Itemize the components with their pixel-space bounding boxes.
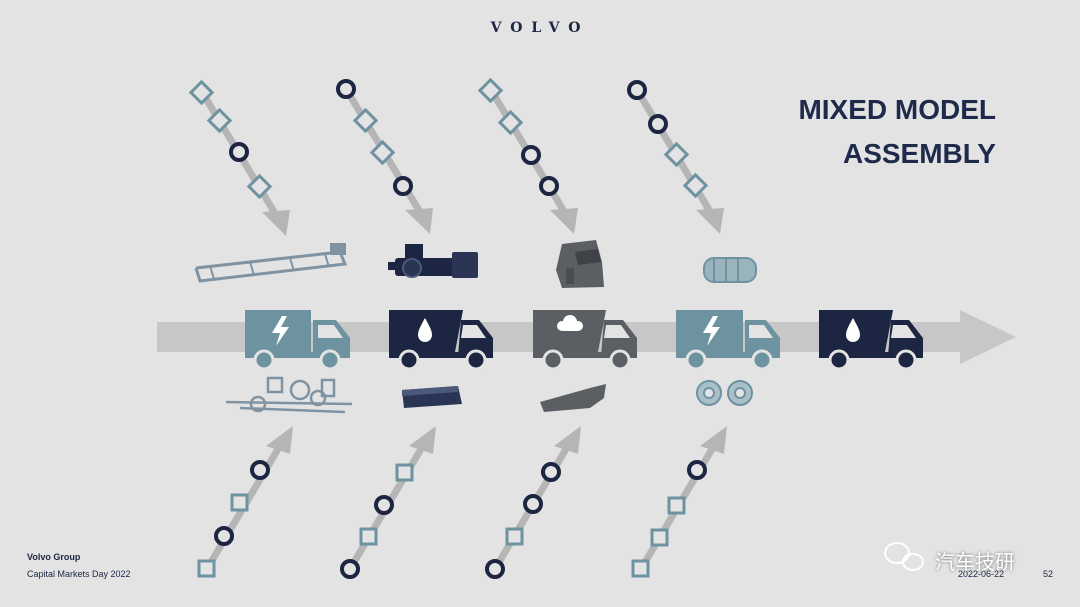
feeder-arrowhead [266, 426, 293, 454]
footer-org: Volvo Group [27, 552, 81, 562]
cloud-icon [557, 315, 583, 331]
wechat-logo-icon [884, 542, 924, 571]
part-node-square [663, 141, 690, 168]
part-node-circle [250, 460, 270, 480]
battery-icon [703, 257, 757, 283]
part-node-circle [541, 462, 561, 482]
feeder-arrowhead [550, 208, 578, 234]
slide-title: MIXED MODEL ASSEMBLY [798, 88, 996, 176]
part-node-square [395, 463, 414, 482]
part-node-square [497, 109, 524, 136]
part-node-square [352, 107, 379, 134]
lightning-icon [272, 316, 289, 346]
part-node-square [631, 559, 650, 578]
part-node-square [505, 527, 524, 546]
droplet-icon [418, 318, 432, 342]
page-number: 52 [1043, 569, 1054, 579]
part-node-square [246, 173, 273, 200]
watermark-text: 汽车技研 [935, 549, 1015, 574]
footer-event: Capital Markets Day 2022 [27, 569, 131, 579]
battery-pack-icon [402, 386, 462, 408]
part-node-circle [539, 176, 559, 196]
part-node-circle [523, 494, 543, 514]
part-node-circle [521, 145, 541, 165]
slide-title-line2: ASSEMBLY [842, 138, 996, 169]
wheels-icon [696, 380, 753, 406]
chassis-frame-icon [194, 243, 348, 283]
part-node-circle [214, 526, 234, 546]
feeder-line-top-1 [188, 79, 290, 236]
axle-assembly-icon [225, 376, 353, 414]
part-node-square [188, 79, 215, 106]
feeder-line-top-2 [336, 79, 433, 234]
part-node-square [477, 77, 504, 104]
watermark: 汽车技研 [935, 542, 1015, 578]
slide-title-line1: MIXED MODEL [798, 94, 996, 125]
part-node-circle [336, 79, 356, 99]
feeder-arrowhead [409, 426, 436, 454]
truck-diesel-5 [819, 310, 923, 371]
truck-gas-3 [533, 310, 637, 371]
part-node-square [667, 496, 686, 515]
part-node-circle [340, 559, 360, 579]
volvo-logo: VOLVO [490, 20, 590, 36]
feeder-line-bottom-1 [197, 426, 293, 578]
feeder-line-bottom-4 [631, 426, 727, 578]
feeder-line-bottom-2 [340, 426, 436, 579]
part-node-square [650, 528, 669, 547]
footer-date: 2022-06-22 [958, 569, 1005, 579]
feeder-line-top-3 [477, 77, 578, 234]
feeder-line-top-4 [627, 80, 724, 234]
part-node-circle [627, 80, 647, 100]
truck-electric-4 [676, 310, 780, 371]
part-node-circle [374, 495, 394, 515]
part-node-circle [687, 460, 707, 480]
part-node-square [359, 527, 378, 546]
part-node-square [206, 107, 233, 134]
part-node-circle [648, 114, 668, 134]
feeder-arrowhead [700, 426, 727, 454]
truck-electric-1 [245, 310, 350, 371]
lightning-icon [703, 316, 720, 346]
engine-icon [388, 244, 478, 278]
bumper-icon [540, 384, 606, 412]
part-node-circle [485, 559, 505, 579]
part-node-square [197, 559, 216, 578]
part-node-square [230, 493, 249, 512]
feeder-arrowhead [554, 426, 581, 454]
truck-diesel-2 [389, 310, 493, 371]
droplet-icon [846, 318, 860, 342]
part-node-circle [393, 176, 413, 196]
feeder-line-bottom-3 [485, 426, 581, 579]
part-node-square [682, 172, 709, 199]
part-node-circle [229, 142, 249, 162]
feeder-arrowhead [262, 210, 290, 236]
cab-icon [556, 240, 604, 288]
feeder-arrowhead [696, 208, 724, 234]
part-node-square [369, 139, 396, 166]
feeder-arrowhead [405, 208, 433, 234]
